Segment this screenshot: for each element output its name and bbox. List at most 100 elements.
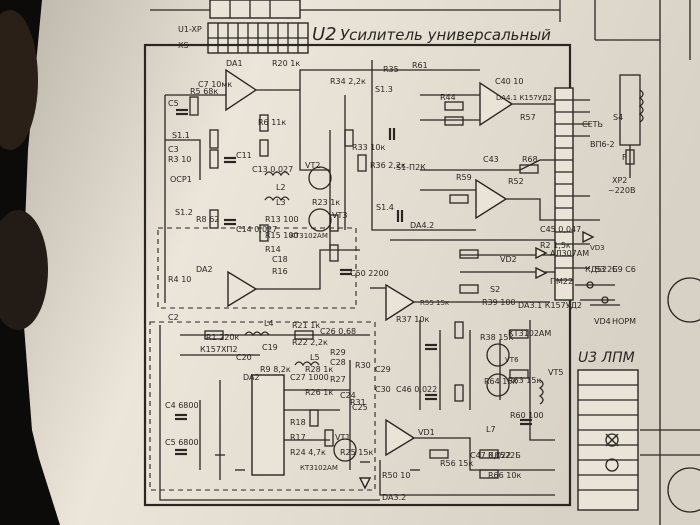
svg-text:R25 15к: R25 15к — [340, 448, 373, 457]
labels-middle: R34 2,2к R33 10к S1.3 VT2 VT3 КТ3102АМ R… — [290, 65, 426, 412]
svg-text:R27: R27 — [330, 375, 346, 384]
svg-text:R39 100: R39 100 — [482, 298, 516, 307]
svg-text:R57: R57 — [520, 113, 536, 122]
vp-label: ВП6-2 — [590, 140, 615, 149]
labels-right: R61 R44 С40 10 R57 С43 R68 R59 DA4.2 С45… — [382, 61, 636, 502]
u3-pins — [578, 384, 638, 491]
svg-text:R8 62: R8 62 — [196, 215, 219, 224]
svg-text:R37 10к: R37 10к — [396, 315, 429, 324]
svg-text:С4 6800: С4 6800 — [165, 401, 199, 410]
svg-text:VD3: VD3 — [590, 244, 605, 252]
svg-text:КД522Б: КД522Б — [488, 451, 521, 460]
svg-text:R55 15к: R55 15к — [420, 299, 449, 307]
unit-id: U2 — [312, 24, 337, 45]
svg-text:С2: С2 — [168, 313, 179, 322]
svg-text:R14: R14 — [265, 245, 281, 254]
svg-text:С50 2200: С50 2200 — [350, 269, 389, 278]
svg-text:R36 2,2к: R36 2,2к — [370, 161, 406, 170]
svg-text:С5 6800: С5 6800 — [165, 438, 199, 447]
finger-top — [0, 10, 38, 150]
svg-text:L4: L4 — [264, 319, 274, 328]
finger-bottom — [0, 210, 48, 330]
svg-text:R38 15к: R38 15к — [480, 333, 513, 342]
svg-text:L5: L5 — [310, 353, 320, 362]
opamp-da4-2: R52 — [475, 177, 524, 220]
coils — [244, 89, 644, 405]
svg-text:R21 1к: R21 1к — [292, 321, 320, 330]
svg-text:С40 10: С40 10 — [495, 77, 524, 86]
svg-text:НОРМ: НОРМ — [612, 317, 636, 326]
svg-text:L2: L2 — [276, 183, 286, 192]
connector-top-label: U1-XP — [178, 25, 202, 34]
svg-text:С11: С11 — [236, 151, 252, 160]
svg-text:R20 1к: R20 1к — [272, 59, 300, 68]
svg-text:R5 68к: R5 68к — [190, 87, 218, 96]
opamp-da4-1: DA4.1 К157УД2 — [479, 81, 552, 127]
svg-text:С26 0,68: С26 0,68 — [320, 327, 356, 336]
opamp-da3-2: VD1 — [385, 418, 435, 457]
svg-text:R59: R59 — [456, 173, 472, 182]
svg-text:R60 100: R60 100 — [510, 411, 544, 420]
svg-text:VT3: VT3 — [332, 211, 347, 220]
svg-text:VT6: VT6 — [505, 356, 519, 364]
svg-text:С27 1000: С27 1000 — [290, 373, 329, 382]
svg-text:R30: R30 — [355, 361, 371, 370]
dashed-subunit — [149, 321, 376, 491]
svg-text:АЛ307АМ: АЛ307АМ — [550, 249, 589, 258]
svg-text:КТ3102АМ: КТ3102АМ — [300, 464, 338, 472]
svg-text:R35: R35 — [383, 65, 399, 74]
svg-text:С24: С24 — [340, 391, 356, 400]
set-label: СЕТЬ — [582, 120, 603, 129]
svg-text:S3: S3 — [595, 265, 605, 274]
svg-text:R29: R29 — [330, 348, 346, 357]
svg-text:R31: R31 — [350, 398, 366, 407]
wiring — [159, 60, 555, 501]
xp2-label: XP2 — [612, 176, 627, 185]
ground-symbols — [215, 454, 420, 471]
svg-text:R2 1,5к: R2 1,5к — [540, 241, 571, 250]
svg-text:R64 15к: R64 15к — [484, 377, 517, 386]
chip-da2-ref: DA2 — [243, 373, 260, 382]
svg-text:R18: R18 — [290, 418, 306, 427]
svg-text:С30: С30 — [375, 385, 391, 394]
u3-block — [577, 369, 639, 511]
svg-text:R16: R16 — [272, 267, 288, 276]
right-edge-fragments — [640, 277, 700, 513]
svg-text:КД522Б: КД522Б — [585, 265, 618, 274]
svg-text:R28 1к: R28 1к — [305, 365, 333, 374]
fuse-label: F — [622, 153, 627, 162]
svg-text:R50 10: R50 10 — [382, 471, 410, 480]
svg-text:DA4.2: DA4.2 — [410, 221, 434, 230]
svg-text:С43: С43 — [483, 155, 499, 164]
svg-text:DA3.2: DA3.2 — [382, 493, 406, 502]
svg-text:С14 0,027: С14 0,027 — [236, 225, 277, 234]
svg-text:R44: R44 — [440, 93, 456, 102]
svg-text:S1.2: S1.2 — [175, 208, 193, 217]
svg-text:R3 10: R3 10 — [168, 155, 191, 164]
svg-text:S1.1: S1.1 — [172, 131, 190, 140]
svg-text:С9 С6: С9 С6 — [612, 265, 636, 274]
svg-text:DA2: DA2 — [196, 265, 213, 274]
dashed-subunit-2 — [157, 227, 357, 309]
svg-text:С18: С18 — [272, 255, 288, 264]
unit-title: Усилитель универсальный — [340, 26, 551, 44]
connector-strip-top: U1-XP XS — [178, 22, 309, 54]
svg-text:R9 8,2к: R9 8,2к — [260, 365, 291, 374]
svg-text:R66 10к: R66 10к — [488, 471, 521, 480]
svg-text:DA1: DA1 — [226, 59, 243, 68]
svg-text:R26 1к: R26 1к — [305, 388, 333, 397]
svg-text:S1.3: S1.3 — [375, 85, 393, 94]
svg-text:L3: L3 — [276, 198, 286, 207]
svg-text:С20: С20 — [236, 353, 252, 362]
svg-text:С7 10мк: С7 10мк — [198, 80, 232, 89]
svg-text:С5: С5 — [168, 99, 179, 108]
svg-text:R61: R61 — [412, 61, 428, 70]
svg-text:DA4.1 К157УД2: DA4.1 К157УД2 — [496, 94, 552, 102]
svg-text:VT1: VT1 — [335, 433, 350, 442]
svg-text:С3: С3 — [168, 145, 179, 154]
svg-text:С25: С25 — [352, 403, 368, 412]
svg-text:VD1: VD1 — [418, 428, 435, 437]
svg-text:ОСР1: ОСР1 — [170, 175, 192, 184]
svg-text:R17: R17 — [290, 433, 306, 442]
